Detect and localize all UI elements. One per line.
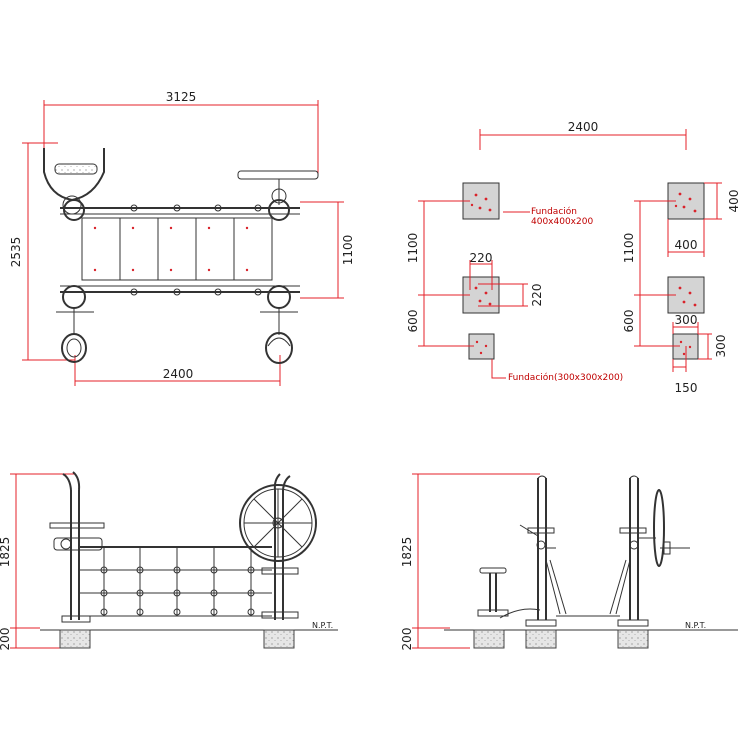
front-depth-label: 200 [0, 628, 12, 651]
front-elevation: 1825 200 N.P.T. [0, 471, 338, 651]
foundation-right-bottom-label: 600 [622, 310, 636, 333]
foundation-right-top-label: 1100 [622, 233, 636, 264]
plan-frame [60, 199, 300, 309]
plan-height-label: 2535 [9, 237, 23, 268]
plan-frame-dimension: 1100 [300, 201, 355, 299]
plan-frame-label: 1100 [341, 235, 355, 266]
front-npt-label: N.P.T. [312, 621, 333, 630]
foundation-small-label: Fundación(300x300x200) [508, 372, 623, 383]
foundation-left-dimensions: 1100 600 [406, 200, 474, 347]
plan-base-dimension: 2400 [74, 355, 281, 386]
side-depth-label: 200 [400, 628, 414, 651]
foundation-left-bottom-label: 600 [406, 310, 420, 333]
side-left-post [519, 475, 567, 627]
side-height-dimension: 1825 200 [400, 473, 540, 651]
plan-handlebar [43, 148, 105, 215]
foundation-left-top-label: 1100 [406, 233, 420, 264]
plan-view: 3125 2535 1100 2400 [9, 90, 355, 386]
side-height-label: 1825 [400, 537, 414, 568]
front-wheel [239, 484, 317, 562]
foundation-right-dimensions: 1100 600 400 400 300 300 [622, 182, 741, 395]
foundation-pad-small-w-label: 300 [675, 313, 698, 327]
foundation-large-size: 400x400x200 [531, 217, 593, 227]
front-height-label: 1825 [0, 537, 12, 568]
foundation-pad-large-w-label: 400 [675, 238, 698, 252]
side-npt-label: N.P.T. [685, 621, 706, 630]
front-right-post [261, 473, 299, 620]
side-stool [477, 567, 541, 619]
front-net [80, 546, 272, 617]
foundation-pad-large-h-label: 400 [727, 190, 741, 213]
plan-base-label: 2400 [163, 367, 194, 381]
foundation-pad-dimensions: 220 220 [469, 251, 544, 307]
foundation-pad-side-label: 220 [530, 284, 544, 307]
foundation-large-label: Fundación [531, 206, 577, 217]
foundation-offset-label: 150 [675, 381, 698, 395]
foundation-width-label: 2400 [568, 120, 599, 134]
front-height-dimension: 1825 200 [0, 473, 74, 651]
foundation-pad-small-h-label: 300 [714, 335, 728, 358]
plan-height-dimension: 2535 [9, 142, 75, 361]
plan-width-label: 3125 [166, 90, 197, 104]
foundation-width-dimension: 2400 [479, 120, 687, 150]
foundation-pad-inner-label: 220 [470, 251, 493, 265]
side-right-post [609, 475, 690, 627]
front-left-post [49, 471, 105, 623]
side-elevation: 1825 200 N.P.T. [400, 473, 738, 651]
plan-width-dimension: 3125 [43, 90, 319, 175]
foundation-plan: 2400 Fundación 400x4 [406, 120, 741, 395]
plan-feet [56, 308, 298, 364]
